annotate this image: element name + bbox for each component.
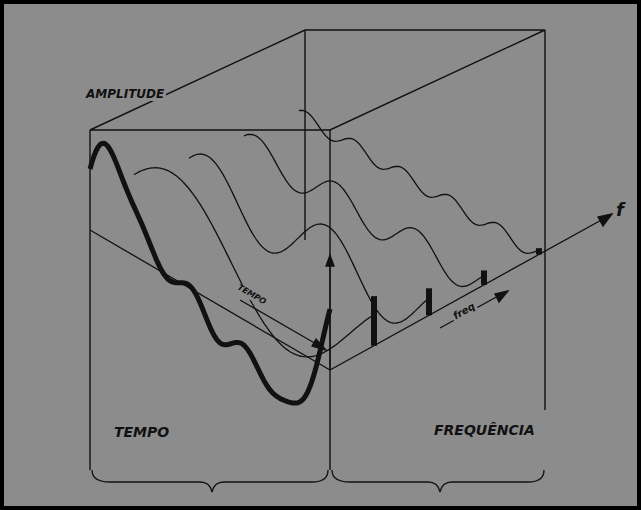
axes — [90, 214, 612, 370]
bottom-brackets — [92, 470, 544, 492]
sine-wave — [299, 110, 539, 253]
domain-label: FREQUÊNCIA — [432, 423, 537, 438]
spectrum-bar — [426, 288, 432, 315]
background — [4, 4, 637, 506]
domain-label: TEMPO — [112, 425, 171, 440]
sine-wave — [134, 168, 374, 357]
sine-wave — [189, 154, 429, 323]
sine-components — [90, 110, 539, 403]
axis-label: AMPLITUDE — [84, 88, 166, 101]
spectrum-bar — [481, 270, 487, 284]
sine-wave — [244, 134, 484, 286]
axis-label: f — [614, 200, 626, 220]
composite-wave — [90, 143, 330, 403]
